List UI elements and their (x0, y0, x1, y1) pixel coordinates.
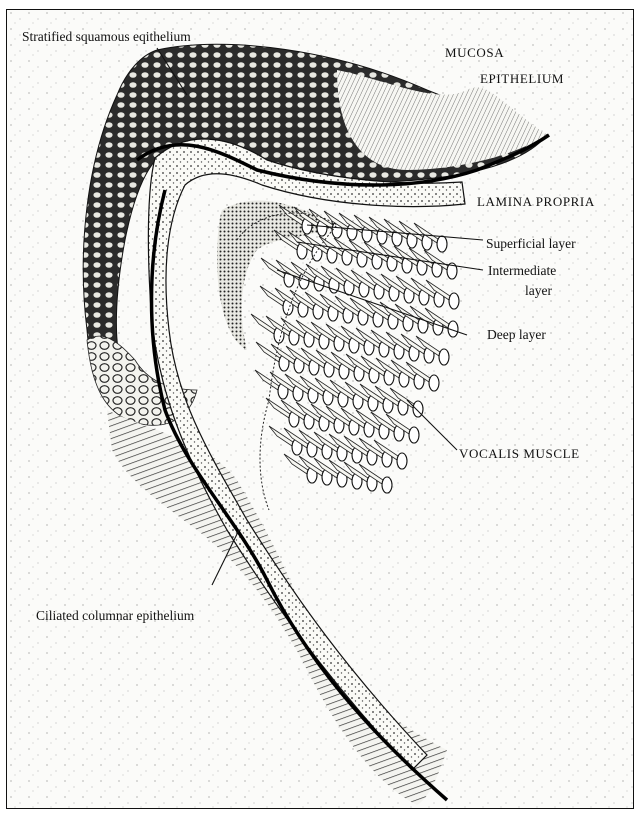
label-intermediate: Intermediate (488, 262, 556, 279)
figure-frame: Stratified squamous eqithelium MUCOSA EP… (6, 9, 634, 809)
muscle-fibre-end (409, 427, 419, 443)
muscle-fibre-end (429, 375, 439, 391)
label-intermediate-layer: layer (525, 282, 552, 299)
muscle-fibre-end (382, 477, 392, 493)
label-lamina-propria: LAMINA PROPRIA (477, 193, 595, 210)
vocal-fold-illustration (7, 10, 634, 809)
label-ciliated-columnar-epithelium: Ciliated columnar epithelium (36, 607, 194, 624)
muscle-fibre-end (449, 293, 459, 309)
label-superficial-layer: Superficial layer (486, 235, 576, 252)
muscle-fibre-end (439, 349, 449, 365)
label-deep-layer: Deep layer (487, 326, 546, 343)
label-mucosa: MUCOSA (445, 44, 504, 61)
muscle-fibre-end (397, 453, 407, 469)
label-stratified-squamous-epithelium: Stratified squamous eqithelium (22, 28, 191, 45)
label-epithelium: EPITHELIUM (480, 70, 564, 87)
label-vocalis-muscle: VOCALIS MUSCLE (459, 445, 580, 462)
muscle-fibre-end (437, 236, 447, 252)
